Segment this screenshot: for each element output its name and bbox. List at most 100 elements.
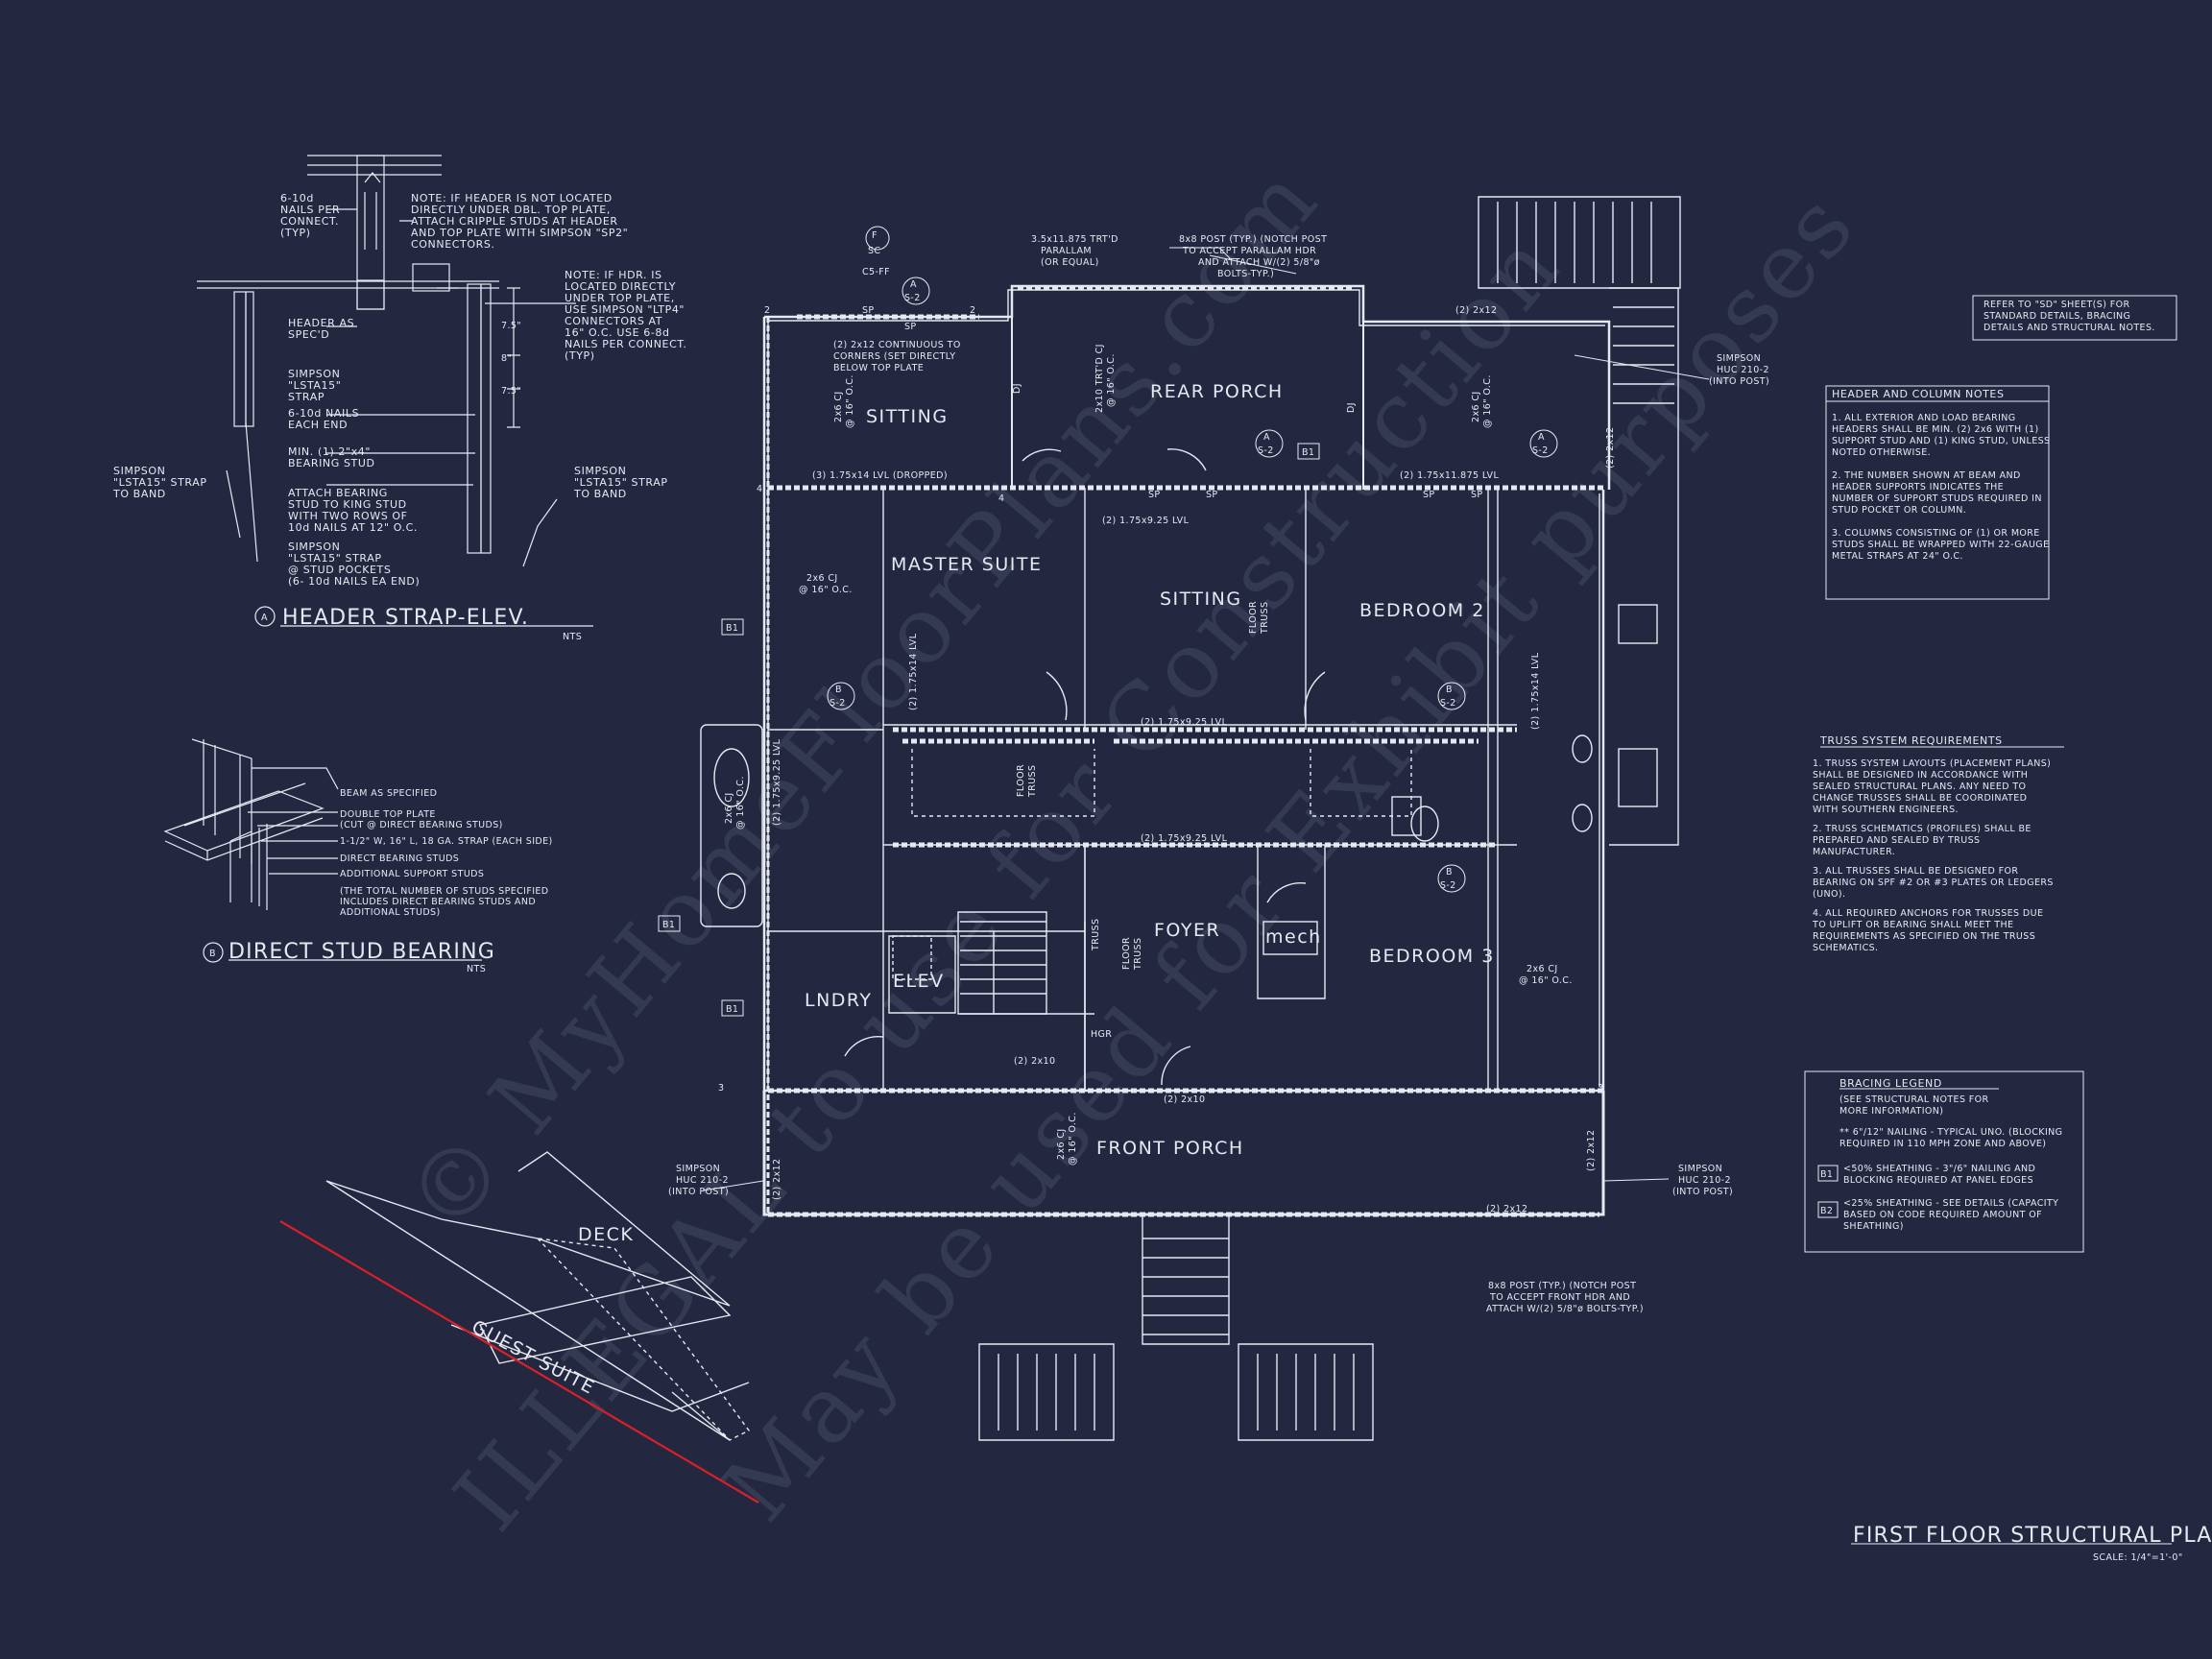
tag-b1-3: B1	[662, 920, 675, 930]
num-3a: 3	[718, 1083, 724, 1094]
sp-5: SP	[1423, 490, 1435, 500]
tag-s2-2: S-2	[1258, 445, 1274, 456]
detail-a-header-2: SPEC'D	[288, 328, 329, 341]
room-front-porch: FRONT PORCH	[1096, 1138, 1244, 1159]
room-elev: ELEV	[893, 971, 945, 992]
hgr-label: HGR	[1091, 1029, 1112, 1040]
sp-3: SP	[1148, 490, 1161, 500]
detail-a-strap-2: "LSTA15"	[288, 379, 341, 392]
floor-truss-sitting-2: TRUSS	[1260, 602, 1270, 635]
detail-a-labels: 6-10d NAILS PER CONNECT. (TYP) NOTE: IF …	[112, 192, 686, 642]
truss-note-line: 3. ALL TRUSSES SHALL BE DESIGNED FOR	[1813, 866, 2018, 877]
detail-a-dim-2: 8"	[501, 353, 512, 364]
rear-beam-1: (2) 2x12 CONTINUOUS TO	[833, 340, 961, 350]
plan-callouts	[658, 226, 1710, 1191]
detail-a-header-note-3: ATTACH CRIPPLE STUDS AT HEADER	[411, 215, 618, 228]
truss-note-line: 4. ALL REQUIRED ANCHORS FOR TRUSSES DUE	[1813, 908, 2043, 919]
parallam-1: 3.5x11.875 TRT'D	[1031, 234, 1118, 245]
truss-note-line: 2. TRUSS SCHEMATICS (PROFILES) SHALL BE	[1813, 824, 2032, 834]
refer-2: STANDARD DETAILS, BRACING	[1984, 311, 2130, 322]
detail-a-band-right-1: SIMPSON	[574, 465, 626, 477]
cj-rear-2: @ 16" O.C.	[1106, 353, 1117, 407]
detail-a-header-note-2: DIRECTLY UNDER DBL. TOP PLATE,	[411, 204, 611, 216]
detail-b-note-4: 1-1/2" W, 16" L, 18 GA. STRAP (EACH SIDE…	[340, 836, 553, 847]
truss-note-line: REQUIREMENTS AS SPECIFIED ON THE TRUSS	[1813, 931, 2035, 942]
sp-4: SP	[1206, 490, 1218, 500]
detail-a-dim-3: 7.5"	[501, 386, 521, 397]
detail-a-title: HEADER STRAP-ELEV.	[282, 606, 529, 630]
detail-a-header-note-4: AND TOP PLATE WITH SIMPSON "SP2"	[411, 227, 628, 239]
detail-a-hdr-note-4: USE SIMPSON "LTP4"	[565, 303, 685, 316]
detail-a-band-right-2: "LSTA15" STRAP	[574, 476, 668, 489]
room-bedroom-3: BEDROOM 3	[1369, 946, 1495, 967]
bracing-b1-label: B1	[1820, 1169, 1833, 1180]
detail-a-attach-4: 10d NAILS AT 12" O.C.	[288, 521, 418, 534]
simpson-right-2: HUC 210-2	[1717, 365, 1769, 375]
tag-b1-2: B1	[726, 623, 738, 634]
floor-truss-foyer-1: FLOOR	[1121, 937, 1132, 970]
truss-notes-list: 1. TRUSS SYSTEM LAYOUTS (PLACEMENT PLANS…	[1812, 758, 2053, 953]
sheet-title: FIRST FLOOR STRUCTURAL PLAN	[1853, 1524, 2212, 1548]
detail-a-header-strap	[197, 155, 593, 627]
sp-2: SP	[904, 322, 917, 332]
detail-a-band-left-3: TO BAND	[112, 488, 166, 500]
detail-a-min-stud-1: MIN. (1) 2"x4"	[288, 445, 371, 458]
tag-b1-1: B1	[1302, 447, 1314, 458]
detail-a-nails10-2: EACH END	[288, 419, 348, 431]
detail-b-scale: NTS	[467, 964, 486, 974]
detail-a-scale: NTS	[563, 632, 582, 642]
num-3b: 3	[1598, 1083, 1603, 1094]
detail-a-hdr-note-2: LOCATED DIRECTLY	[565, 280, 676, 293]
header-note-line: 1. ALL EXTERIOR AND LOAD BEARING	[1832, 413, 2016, 423]
detail-b-note-7: (THE TOTAL NUMBER OF STUDS SPECIFIED	[340, 886, 549, 897]
cj-master-2: @ 16" O.C.	[799, 585, 853, 595]
detail-b-note-1: BEAM AS SPECIFIED	[340, 788, 437, 799]
detail-a-hdr-note-1: NOTE: IF HDR. IS	[565, 269, 662, 281]
twox12-front-left: (2) 2x12	[772, 1159, 782, 1200]
detail-a-pockets-4: (6- 10d NAILS EA END)	[288, 575, 420, 588]
room-bedroom-2: BEDROOM 2	[1359, 600, 1485, 621]
truss-note-line: CHANGE TRUSSES SHALL BE COORDINATED	[1813, 793, 2027, 804]
plan-callout-labels: F SC C5-FF A S-2 A S-2 A S-2 B S-2 B S-2…	[662, 230, 1769, 1314]
header-note-line: STUD POCKET OR COLUMN.	[1832, 505, 1966, 516]
simpson-right-1: SIMPSON	[1717, 353, 1761, 364]
num-2a: 2	[764, 305, 770, 316]
floor-plan	[325, 196, 1681, 1441]
cj-bath-1: 2x6 CJ	[724, 792, 734, 824]
floor-truss-sitting-1: FLOOR	[1248, 601, 1259, 634]
tag-s2-3: S-2	[1532, 445, 1549, 456]
watermark-line-3: May be used for Exhibit purposes	[703, 171, 1877, 1541]
detail-a-band-right-3: TO BAND	[573, 488, 627, 500]
bracing-b1-1: <50% SHEATHING - 3"/6" NAILING AND	[1843, 1164, 2035, 1174]
detail-a-attach-2: STUD TO KING STUD	[288, 498, 407, 511]
header-notes-list: 1. ALL EXTERIOR AND LOAD BEARING HEADERS…	[1832, 413, 2050, 562]
tag-b1-4: B1	[726, 1004, 738, 1015]
tag-a-2: A	[1263, 432, 1270, 443]
detail-a-hdr-note-5: CONNECTORS AT	[565, 315, 662, 327]
detail-a-nails-3: CONNECT.	[280, 215, 339, 228]
rear-beam-2: CORNERS (SET DIRECTLY	[833, 351, 955, 362]
simpson-bl-3: (INTO POST)	[668, 1187, 729, 1197]
sp-6: SP	[1471, 490, 1483, 500]
header-note-line: NOTED OTHERWISE.	[1832, 447, 1931, 458]
num-4b: 4	[998, 493, 1004, 504]
detail-a-header-1: HEADER AS	[288, 317, 354, 329]
room-sitting-mid: SITTING	[1160, 589, 1242, 610]
detail-b-note-2: DOUBLE TOP PLATE	[340, 809, 436, 820]
bracing-b2-1: <25% SHEATHING - SEE DETAILS (CAPACITY	[1843, 1198, 2058, 1209]
num-4a: 4	[757, 484, 762, 494]
notes-frames	[1804, 295, 2177, 1545]
simpson-bl-1: SIMPSON	[676, 1164, 720, 1174]
cj-sitting-2: @ 16" O.C.	[845, 374, 855, 428]
detail-a-dim-1: 7.5"	[501, 321, 521, 331]
header-notes-title: HEADER AND COLUMN NOTES	[1832, 388, 2005, 400]
lvl-dropped: (3) 1.75x14 LVL (DROPPED)	[812, 470, 948, 481]
cj-bath-2: @ 16" O.C.	[735, 776, 746, 830]
simpson-bl-2: HUC 210-2	[676, 1175, 729, 1186]
twox12-rear: (2) 2x12	[1455, 305, 1497, 316]
truss-note-line: (UNO).	[1813, 889, 1845, 900]
tag-s2-5: S-2	[1440, 698, 1456, 709]
detail-a-pockets-2: "LSTA15" STRAP	[288, 552, 382, 565]
cj-master-1: 2x6 CJ	[806, 573, 838, 584]
simpson-br-2: HUC 210-2	[1678, 1175, 1731, 1186]
